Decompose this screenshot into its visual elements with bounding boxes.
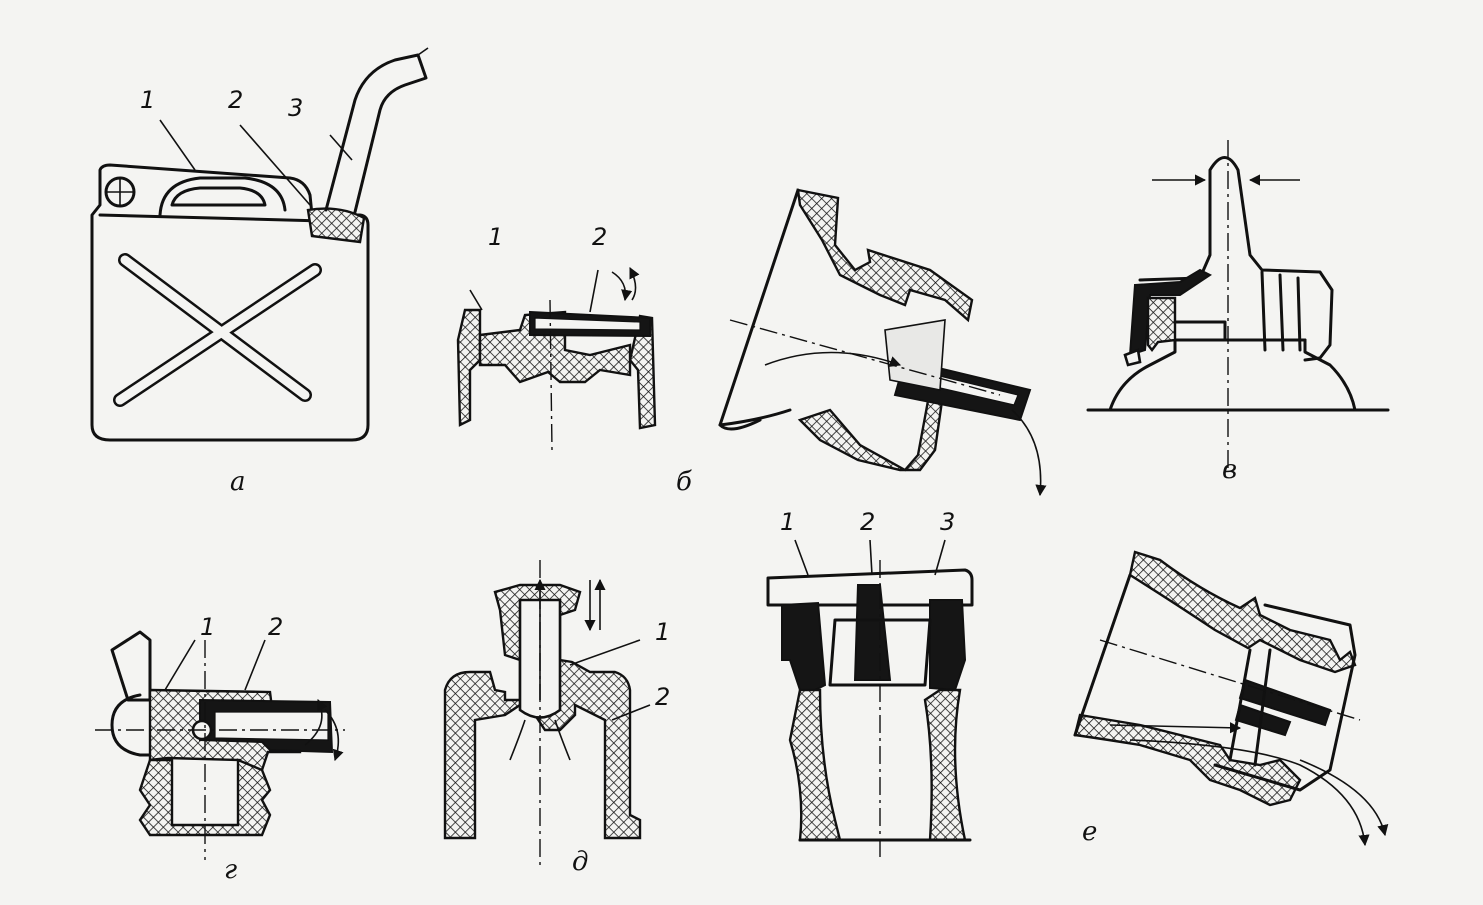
panel-v-nozzle-cap: в: [1086, 140, 1390, 485]
callout-d-2: 2: [655, 683, 670, 711]
caption-e: е: [1082, 817, 1097, 847]
callout-a-2: 2: [228, 86, 243, 114]
caption-g: г: [224, 855, 237, 885]
callout-b-1: 1: [488, 223, 503, 251]
panel-b-flip-cap: 1 2: [456, 223, 657, 451]
panel-e-bottle-neck: 1 2 3: [766, 508, 974, 860]
panel-e-tilted-neck: е: [1073, 550, 1389, 847]
panel-a-jerrycan: 1 2 3 а: [90, 47, 429, 497]
callout-b-2: 2: [592, 223, 607, 251]
panel-a-callouts: 1 2 3: [140, 86, 303, 122]
callout-a-1: 1: [140, 86, 155, 114]
caption-v: в: [1222, 455, 1237, 485]
caption-b: б: [676, 467, 692, 497]
callout-d-1: 1: [655, 618, 670, 646]
callout-g-1: 1: [200, 613, 215, 641]
callout-a-3: 3: [288, 94, 303, 122]
callout-e-1: 1: [780, 508, 795, 536]
callout-e-3: 3: [940, 508, 955, 536]
panel-g-tap: 1 2 г: [95, 613, 345, 885]
panel-d-push-pull-cap: 1 2 д: [443, 560, 670, 877]
callout-g-2: 2: [268, 613, 283, 641]
caption-a: а: [230, 467, 246, 497]
caption-d: д: [572, 847, 588, 877]
panel-b-tilted-bottle: б: [676, 188, 1047, 497]
callout-e-2: 2: [860, 508, 875, 536]
